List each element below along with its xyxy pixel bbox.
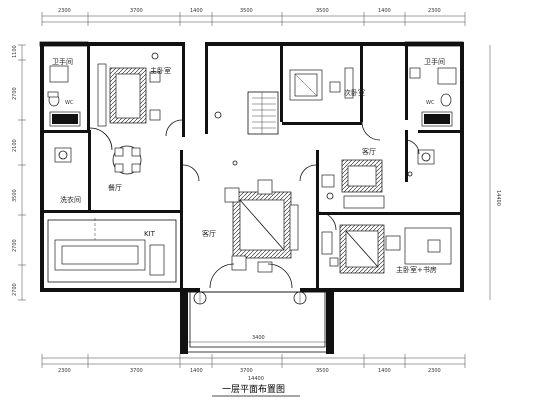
dining-room: 餐厅 洗衣间 bbox=[54, 145, 142, 204]
tag-wc-right: WC bbox=[426, 100, 435, 106]
room-label-laundry: 洗衣间 bbox=[60, 195, 81, 204]
room-label-wc-right: 卫手间 bbox=[424, 57, 445, 66]
room-label-bedroom-mid: 次卧室 bbox=[344, 88, 365, 97]
dim-top-4: 3500 bbox=[240, 8, 253, 14]
doors bbox=[89, 119, 420, 289]
room-label-dining: 餐厅 bbox=[108, 183, 122, 192]
tag-wc-left: WC bbox=[65, 100, 74, 106]
room-label-kitchen: KIT bbox=[144, 230, 156, 238]
title-text: 一层平面布置图 bbox=[222, 383, 285, 395]
kitchen: KIT bbox=[47, 218, 177, 283]
right-bathroom: 卫手间 WC bbox=[407, 57, 457, 177]
dim-bottom-7: 2300 bbox=[428, 368, 441, 374]
dim-bottom-5: 3500 bbox=[316, 368, 329, 374]
dim-bottom-total: 14400 bbox=[248, 376, 264, 382]
dim-bottom-4: 3700 bbox=[240, 368, 253, 374]
hall: 客厅 bbox=[321, 147, 385, 209]
dim-bottom-6: 1400 bbox=[378, 368, 391, 374]
room-label-bedroom-left: 主卧室 bbox=[150, 66, 171, 75]
dim-top-3: 1400 bbox=[190, 8, 203, 14]
dim-left-3: 2100 bbox=[12, 139, 18, 152]
drawing-title: 一层平面布置图 bbox=[212, 383, 300, 397]
dimension-lines: 2300 3700 1400 3500 3500 1400 2300 2300 … bbox=[12, 8, 501, 382]
dim-top-6: 1400 bbox=[378, 8, 391, 14]
dim-bottom-2: 3700 bbox=[130, 368, 143, 374]
dim-left-6: 2700 bbox=[12, 283, 18, 296]
left-bathroom: 卫手间 WC bbox=[47, 57, 81, 127]
dim-left-5: 2700 bbox=[12, 239, 18, 252]
room-label-master-bedroom: 主卧室+书房 bbox=[396, 265, 437, 274]
master-bedroom: 主卧室+书房 bbox=[321, 224, 452, 274]
dim-left-2: 2700 bbox=[12, 87, 18, 100]
room-label-wc-left: 卫手间 bbox=[52, 57, 73, 66]
dim-left-1: 1100 bbox=[12, 45, 18, 58]
dim-bottom-1: 2300 bbox=[58, 368, 71, 374]
dim-bottom-mid: 3400 bbox=[252, 335, 265, 341]
dim-top-7: 2300 bbox=[428, 8, 441, 14]
dim-left-4: 3500 bbox=[12, 189, 18, 202]
dim-top-2: 3700 bbox=[130, 8, 143, 14]
left-bedroom: 主卧室 bbox=[97, 52, 171, 127]
room-label-hall: 客厅 bbox=[362, 147, 376, 156]
walls bbox=[39, 41, 464, 292]
middle-bedroom: 次卧室 bbox=[289, 67, 365, 101]
dim-right-total: 14400 bbox=[495, 190, 501, 206]
dim-top-1: 2300 bbox=[58, 8, 71, 14]
front-porch bbox=[180, 291, 334, 354]
dim-top-5: 3500 bbox=[316, 8, 329, 14]
dim-bottom-3: 1400 bbox=[190, 368, 203, 374]
living-room: 客厅 bbox=[202, 111, 299, 273]
stairs bbox=[247, 91, 279, 135]
room-label-living: 客厅 bbox=[202, 229, 216, 238]
